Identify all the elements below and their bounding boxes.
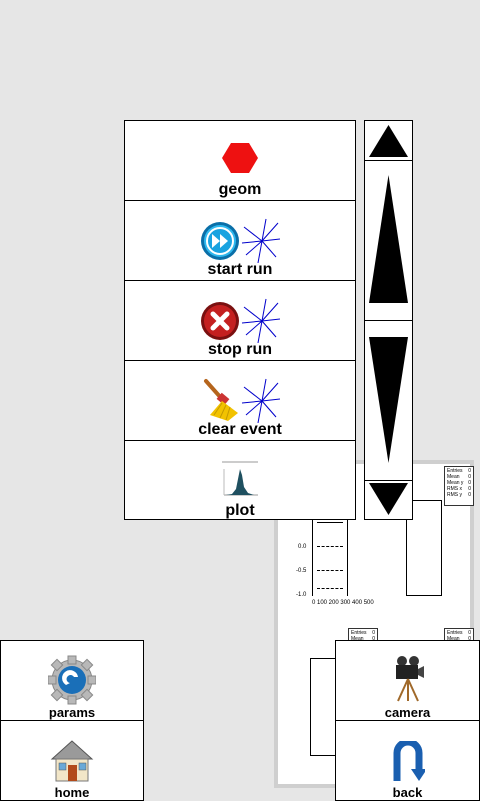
triangle-down-icon	[369, 483, 408, 515]
scroll-up-small-button[interactable]	[365, 121, 412, 161]
stat-label: Entries	[351, 630, 367, 636]
back-label: back	[392, 785, 423, 800]
stat-label: RMS x	[447, 486, 462, 492]
stat-value: 0	[468, 636, 471, 642]
back-arrow-icon	[393, 741, 425, 781]
menu-item-start-run[interactable]: start run	[125, 201, 355, 281]
stat-value: 0	[468, 480, 471, 486]
broom-tracks-icon	[204, 378, 280, 423]
params-label: params	[48, 705, 96, 720]
camera-label: camera	[384, 705, 431, 720]
menu-item-clear-event[interactable]: clear event	[125, 361, 355, 441]
stat-value: 0	[372, 630, 375, 636]
scroll-down-button[interactable]	[365, 321, 412, 481]
stat-label: Mean y	[447, 480, 464, 486]
scroll-down-small-button[interactable]	[365, 481, 412, 519]
scroll-up-button[interactable]	[365, 161, 412, 321]
camera-button[interactable]: camera	[335, 640, 480, 721]
triangle-up-icon	[369, 175, 408, 303]
movie-camera-icon	[395, 656, 424, 702]
y-axis-strip	[312, 516, 348, 596]
fast-forward-tracks-icon	[201, 218, 280, 263]
menu-item-label: clear event	[198, 421, 282, 438]
triangle-down-icon	[369, 337, 408, 463]
back-button[interactable]: back	[335, 720, 480, 801]
stats-box-top: Entries 0 Mean 0 Mean y 0 RMS x 0 RMS y 0	[444, 466, 474, 506]
main-menu: geom start run	[124, 120, 356, 520]
stat-value: 0	[468, 486, 471, 492]
stat-value: 0	[468, 474, 471, 480]
stats-box-lower-left: Entries 0 Mean 0	[348, 628, 378, 642]
y-tick-label: -0.5	[296, 568, 307, 574]
stat-value: 0	[468, 630, 471, 636]
menu-item-label: stop run	[208, 341, 272, 358]
stat-value: 0	[468, 492, 471, 498]
menu-scroller	[364, 120, 413, 520]
menu-item-geom[interactable]: geom	[125, 121, 355, 201]
stat-label: Entries	[447, 468, 463, 474]
stat-label: Mean	[351, 636, 364, 642]
triangle-up-icon	[369, 125, 408, 157]
stat-label: Entries	[447, 630, 463, 636]
menu-item-label: plot	[225, 502, 255, 519]
x-tick-labels: 0 100 200 300 400 500	[312, 600, 374, 606]
stat-label: RMS y	[447, 492, 462, 498]
stop-tracks-icon	[201, 298, 280, 343]
red-hexagon-icon	[222, 143, 258, 173]
stat-label: Mean	[447, 474, 460, 480]
gear-icon	[48, 655, 96, 705]
y-tick-label: 0.0	[298, 544, 307, 550]
stat-value: 0	[468, 468, 471, 474]
menu-item-stop-run[interactable]: stop run	[125, 281, 355, 361]
params-button[interactable]: params	[0, 640, 144, 721]
y-tick-label: -1.0	[296, 592, 307, 598]
stat-label: Mean	[447, 636, 460, 642]
menu-item-plot[interactable]: plot	[125, 441, 355, 521]
menu-item-label: start run	[207, 261, 273, 278]
home-button[interactable]: home	[0, 720, 144, 801]
histogram-icon	[219, 460, 261, 498]
home-label: home	[54, 785, 90, 800]
stat-value: 0	[372, 636, 375, 642]
home-icon	[50, 740, 94, 782]
menu-item-label: geom	[218, 181, 262, 198]
